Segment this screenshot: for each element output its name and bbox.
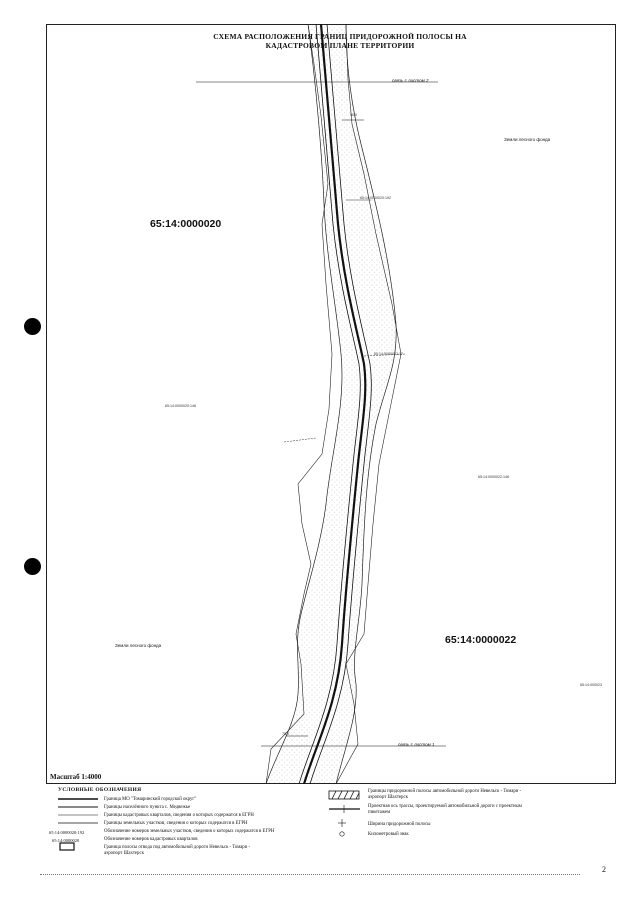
legend-item-10: Ширина придорожной полосы <box>368 822 431 827</box>
legend-code-quarter: 65:14:0000020 <box>52 838 80 843</box>
edge-parcel-label: 65:14:000023 <box>580 683 602 687</box>
legend-item-8: Границы придорожной полосы автомобильной… <box>368 789 522 800</box>
legend-item-5: Обозначение номеров земельных участков, … <box>104 829 275 834</box>
symbol-right-of-way <box>59 842 75 851</box>
legend-item-9: Проектная ось трассы, проектируемой авто… <box>368 804 522 815</box>
join-label-top: связь с листом 2 <box>392 78 429 83</box>
legend-item-11: Километровый знак <box>368 832 409 837</box>
symbol-km-sign <box>339 831 345 837</box>
cadastral-quarter-right: 65:14:0000022 <box>445 634 517 646</box>
parcel-label-4: 65:14:0000020:192 <box>360 196 391 200</box>
legend-title: УСЛОВНЫЕ ОБОЗНАЧЕНИЯ <box>58 787 142 793</box>
punch-hole-bottom <box>24 558 41 575</box>
km-mark-2 <box>363 353 407 357</box>
punch-hole-top <box>24 318 41 335</box>
cadastral-quarter-left: 65:14:0000020 <box>150 218 222 230</box>
symbol-roadside-strip <box>331 790 360 800</box>
right-parcel-edge <box>335 24 402 784</box>
legend-item-1: Граница МО "Томаринский городской округ" <box>104 797 197 802</box>
legend-symbols-left <box>58 798 98 851</box>
legend-symbols-right <box>328 790 360 837</box>
scale-label: Масштаб 1:4000 <box>50 773 102 781</box>
parcel-label-3: 65:14:0000022:17 <box>374 352 403 356</box>
km-mark-1 <box>283 437 317 443</box>
road-axis <box>302 24 367 784</box>
bottom-scan-line <box>40 874 580 875</box>
width-label-bottom: 75,0 <box>282 732 289 736</box>
road-edge-left <box>298 24 361 784</box>
legend-item-4: Границы земельных участков, сведения о к… <box>104 821 248 826</box>
land-label-top-right: Земли лесного фонда <box>504 137 551 142</box>
page-number: 2 <box>602 865 606 874</box>
legend-item-3: Границы кадастровых кварталов, сведения … <box>104 813 254 818</box>
width-label-top: 50,0 <box>350 113 357 117</box>
legend-item-7: Граница полосы отвода под автомобильной … <box>104 845 251 856</box>
road-map <box>196 24 446 784</box>
join-label-bottom: связь с листом 1 <box>398 742 435 747</box>
left-parcel-edge <box>265 24 333 784</box>
land-label-bottom-left: Земли лесного фонда <box>115 643 162 648</box>
legend-item-2: Границы населённого пункта с. Медвежье <box>104 805 191 810</box>
legend-code-parcel: 65:14:0000020:192 <box>49 830 85 835</box>
parcel-label-1: 65:14:0000020:146 <box>165 404 196 408</box>
road-edge-right <box>309 24 372 784</box>
parcel-label-2: 65:14:0000022:146 <box>478 475 509 479</box>
legend-item-6: Обозначение номеров кадастровых квартало… <box>104 837 198 842</box>
